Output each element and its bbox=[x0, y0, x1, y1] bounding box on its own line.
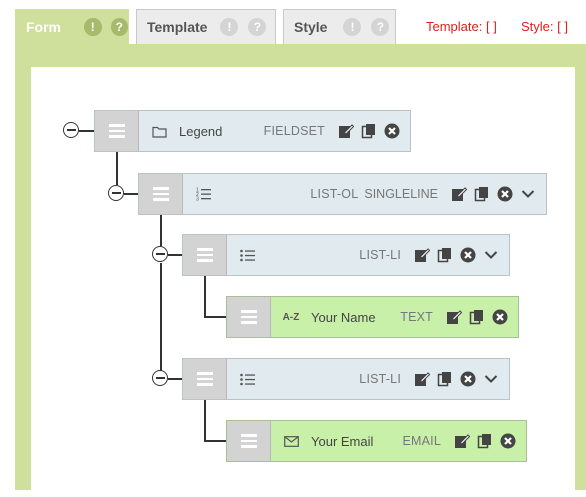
drag-handle-icon bbox=[240, 310, 257, 324]
tree-connector bbox=[168, 378, 182, 380]
copy-icon[interactable] bbox=[475, 431, 495, 451]
tree-connector bbox=[204, 440, 226, 442]
svg-text:2: 2 bbox=[196, 192, 199, 198]
node-email-field-label: Your Email bbox=[311, 433, 374, 449]
delete-icon[interactable] bbox=[382, 121, 402, 141]
node-text-field-label: Your Name bbox=[311, 309, 376, 325]
copy-icon[interactable] bbox=[467, 307, 487, 327]
copy-icon[interactable] bbox=[359, 121, 379, 141]
envelope-icon bbox=[283, 433, 299, 449]
tree-connector bbox=[124, 193, 138, 195]
tree-connector bbox=[116, 151, 118, 185]
copy-icon[interactable] bbox=[435, 369, 455, 389]
drag-handle[interactable] bbox=[227, 297, 271, 337]
delete-icon[interactable] bbox=[498, 431, 518, 451]
node-email-field: Your Email EMAIL bbox=[226, 420, 527, 462]
chevron-down-icon[interactable] bbox=[481, 245, 501, 265]
tab-form-label: Form bbox=[26, 19, 61, 35]
unordered-list-icon bbox=[239, 371, 255, 387]
tab-style-warning-badge[interactable]: ! bbox=[343, 18, 362, 36]
edit-icon[interactable] bbox=[336, 121, 356, 141]
node-list-li-2-type: LIST-LI bbox=[359, 372, 401, 386]
node-list-li-2: LIST-LI bbox=[182, 358, 510, 400]
tab-style-help-badge[interactable]: ? bbox=[371, 18, 390, 36]
node-list-ol-type: LIST-OL bbox=[310, 187, 359, 201]
template-status: Template: [ ] bbox=[426, 19, 497, 34]
drag-handle-icon bbox=[196, 248, 213, 262]
tab-style[interactable]: Style ! ? bbox=[283, 9, 396, 44]
edit-icon[interactable] bbox=[444, 307, 464, 327]
tree-connector bbox=[160, 263, 162, 371]
drag-handle[interactable] bbox=[227, 421, 271, 461]
collapse-toggle-list-li-1[interactable] bbox=[152, 246, 168, 262]
node-fieldset-type: FIELDSET bbox=[263, 124, 325, 138]
drag-handle[interactable] bbox=[139, 174, 183, 214]
copy-icon[interactable] bbox=[435, 245, 455, 265]
node-email-field-type: EMAIL bbox=[402, 434, 441, 448]
drag-handle-icon bbox=[196, 372, 213, 386]
tab-style-label: Style bbox=[294, 19, 328, 35]
a-z-icon-text: A-Z bbox=[282, 311, 300, 323]
drag-handle-icon bbox=[240, 434, 257, 448]
drag-handle-icon bbox=[108, 124, 125, 138]
tab-template-label: Template bbox=[147, 19, 208, 35]
node-text-field: A-Z Your Name TEXT bbox=[226, 296, 519, 338]
drag-handle[interactable] bbox=[183, 235, 227, 275]
collapse-toggle-list-ol[interactable] bbox=[108, 185, 124, 201]
tree-connector bbox=[204, 399, 206, 440]
node-text-field-type: TEXT bbox=[400, 310, 433, 324]
drag-handle-icon bbox=[152, 187, 169, 201]
copy-icon[interactable] bbox=[472, 184, 492, 204]
tree-connector bbox=[79, 130, 94, 132]
edit-icon[interactable] bbox=[412, 369, 432, 389]
tab-template-help-badge[interactable]: ? bbox=[248, 18, 267, 36]
node-fieldset: Legend FIELDSET bbox=[94, 110, 411, 152]
tree-connector bbox=[204, 275, 206, 316]
delete-icon[interactable] bbox=[458, 245, 478, 265]
delete-icon[interactable] bbox=[495, 184, 515, 204]
svg-text:1: 1 bbox=[196, 188, 199, 194]
delete-icon[interactable] bbox=[490, 307, 510, 327]
edit-icon[interactable] bbox=[452, 431, 472, 451]
tree-connector bbox=[168, 254, 182, 256]
style-status: Style: [ ] bbox=[521, 19, 568, 34]
drag-handle[interactable] bbox=[183, 359, 227, 399]
folder-icon bbox=[151, 123, 167, 139]
drag-handle[interactable] bbox=[95, 111, 139, 151]
tab-form-help-badge[interactable]: ? bbox=[110, 18, 128, 36]
tab-template[interactable]: Template ! ? bbox=[136, 9, 276, 44]
node-fieldset-label: Legend bbox=[179, 123, 223, 139]
node-list-ol-subtype: SINGLELINE bbox=[364, 187, 438, 201]
a-z-icon: A-Z bbox=[281, 309, 301, 325]
tree-connector bbox=[204, 316, 226, 318]
tab-template-warning-badge[interactable]: ! bbox=[220, 18, 239, 36]
node-list-li-1-type: LIST-LI bbox=[359, 248, 401, 262]
chevron-down-icon[interactable] bbox=[481, 369, 501, 389]
tab-form-warning-badge[interactable]: ! bbox=[84, 18, 102, 36]
collapse-toggle-list-li-2[interactable] bbox=[152, 370, 168, 386]
unordered-list-icon bbox=[239, 247, 255, 263]
delete-icon[interactable] bbox=[458, 369, 478, 389]
node-list-li-1: LIST-LI bbox=[182, 234, 510, 276]
edit-icon[interactable] bbox=[449, 184, 469, 204]
chevron-down-icon[interactable] bbox=[518, 184, 538, 204]
collapse-toggle-fieldset[interactable] bbox=[63, 122, 79, 138]
tree-connector bbox=[160, 214, 162, 246]
svg-text:3: 3 bbox=[196, 197, 199, 202]
edit-icon[interactable] bbox=[412, 245, 432, 265]
tab-form[interactable]: Form ! ? bbox=[15, 9, 129, 44]
